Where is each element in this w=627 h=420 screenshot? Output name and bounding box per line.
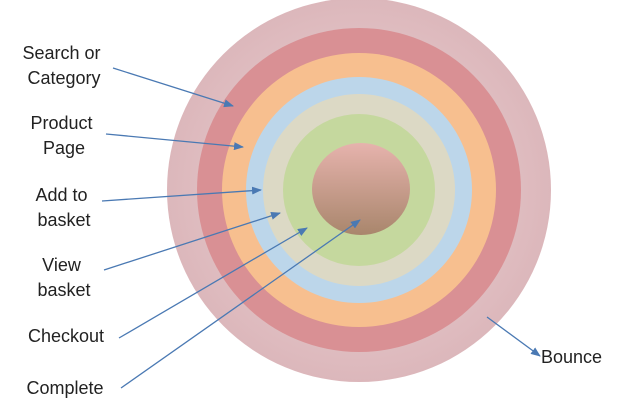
arrow-view [103,211,281,271]
arrow-bounce [486,316,541,357]
label-add-to-basket: Add to basket [35,185,92,230]
label-view-basket: View basket [37,255,90,300]
complete-core [312,143,410,235]
label-bounce: Bounce [541,347,602,367]
label-complete: Complete [26,378,103,398]
label-checkout: Checkout [28,326,104,346]
arrow-search [112,67,234,108]
label-product-page: Product Page [30,113,97,158]
label-search-category: Search or Category [22,43,105,88]
arrow-complete [120,219,361,389]
arrow-checkout [118,227,308,339]
arrow-add [101,186,262,202]
arrow-product [105,133,244,151]
